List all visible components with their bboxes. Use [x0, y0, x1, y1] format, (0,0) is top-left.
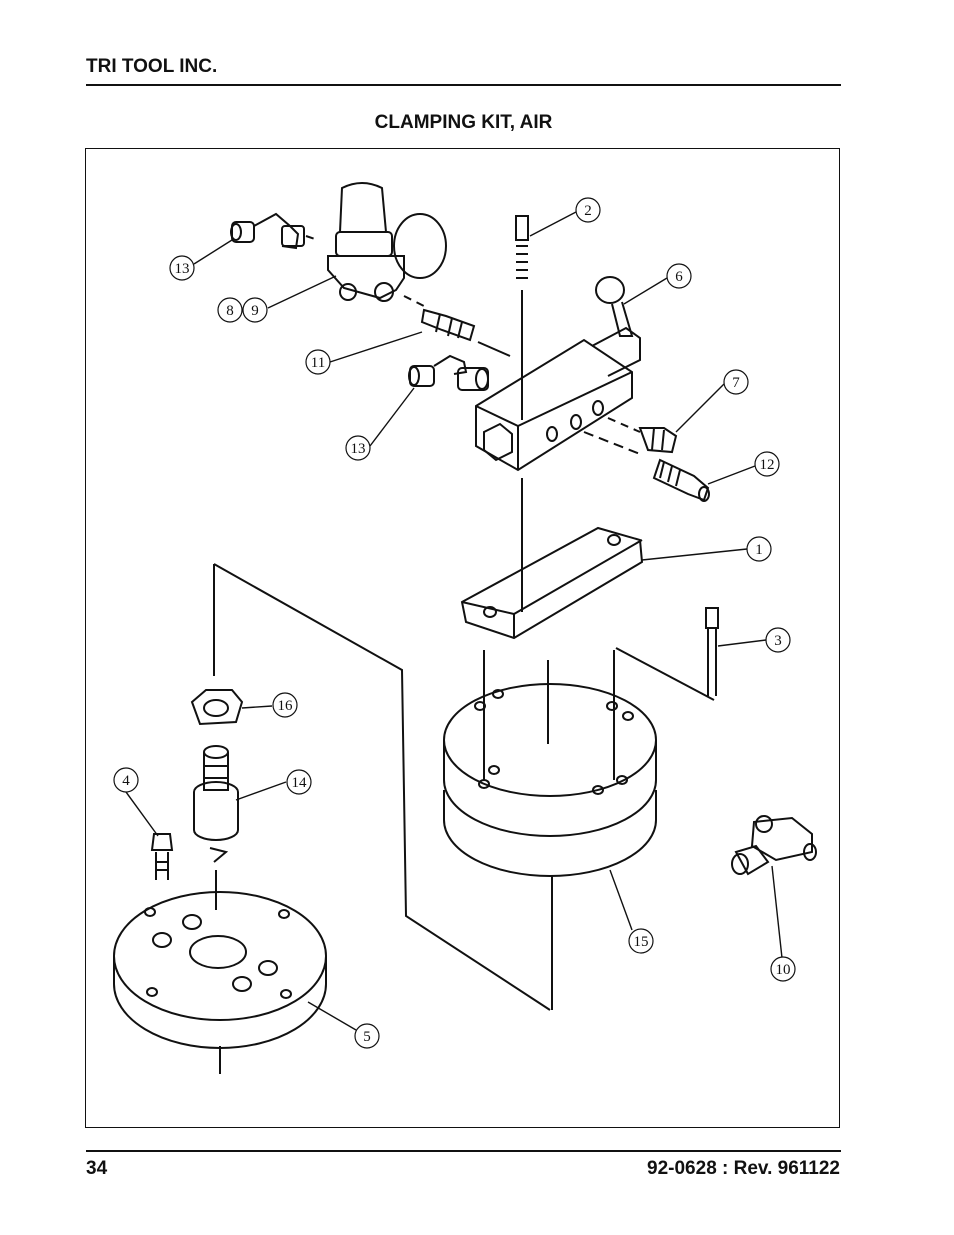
svg-text:10: 10: [776, 962, 791, 978]
footer-rule: [86, 1150, 841, 1152]
page-title: CLAMPING KIT, AIR: [374, 112, 553, 133]
part-13-upper-elbow: [230, 212, 319, 250]
assembly-line: [213, 563, 551, 1011]
svg-text:9: 9: [251, 303, 259, 319]
part-12-connector: [652, 458, 710, 502]
part-1-mounting-bar: [460, 526, 644, 780]
svg-text:3: 3: [774, 633, 782, 649]
part-10-tee-fitting: [731, 815, 817, 876]
callout-6: 6: [666, 263, 692, 289]
part-3-bolt: [615, 607, 719, 701]
svg-text:14: 14: [292, 775, 308, 791]
callout-12: 12: [754, 451, 780, 477]
header-rule: [86, 84, 841, 86]
callout-11: 11: [305, 349, 331, 375]
part-13-lower-elbow: [408, 354, 489, 391]
leader-lines: [125, 211, 783, 1031]
svg-text:5: 5: [363, 1029, 371, 1045]
svg-text:2: 2: [584, 203, 592, 219]
callout-16: 16: [272, 692, 298, 718]
callout-7: 7: [723, 369, 749, 395]
callout-15: 15: [628, 928, 654, 954]
callout-9: 9: [242, 297, 268, 323]
callout-13-lower: 13: [345, 435, 371, 461]
company-name: TRI TOOL INC.: [86, 56, 218, 77]
callout-2: 2: [575, 197, 601, 223]
callout-8: 8: [217, 297, 243, 323]
callout-5: 5: [354, 1023, 380, 1049]
svg-text:11: 11: [311, 355, 325, 371]
svg-text:15: 15: [634, 934, 649, 950]
svg-text:16: 16: [278, 698, 294, 714]
part-16-nut: [190, 689, 244, 726]
callout-10: 10: [770, 956, 796, 982]
svg-text:12: 12: [760, 457, 775, 473]
svg-text:1: 1: [755, 542, 763, 558]
page-number: 34: [86, 1158, 108, 1179]
svg-text:13: 13: [175, 261, 190, 277]
part-15-clamp-body: [443, 683, 657, 1010]
part-6-valve-block: [475, 276, 641, 472]
svg-text:13: 13: [351, 441, 366, 457]
part-4-set-screw: [150, 833, 174, 880]
svg-text:6: 6: [675, 269, 683, 285]
callout-14: 14: [286, 769, 312, 795]
part-8-9-regulator: [327, 182, 447, 307]
part-5-base-plate: [113, 891, 327, 1074]
callout-3: 3: [765, 627, 791, 653]
part-11-nipple: [420, 308, 511, 357]
part-7-fitting: [638, 427, 678, 454]
svg-text:8: 8: [226, 303, 234, 319]
part-2-screw: [515, 215, 529, 612]
document-number: 92-0628 : Rev. 961122: [647, 1158, 840, 1179]
part-14-barb-fitting: [193, 745, 239, 910]
callout-13-upper: 13: [169, 255, 195, 281]
callout-labels: 2 6 7 12 1 3 13 8 9 11 13 16 4 14 15 10 …: [113, 197, 796, 1049]
svg-text:7: 7: [732, 375, 740, 391]
diagram-frame: [85, 148, 840, 1128]
svg-text:4: 4: [122, 773, 130, 789]
callout-4: 4: [113, 767, 139, 793]
callout-1: 1: [746, 536, 772, 562]
